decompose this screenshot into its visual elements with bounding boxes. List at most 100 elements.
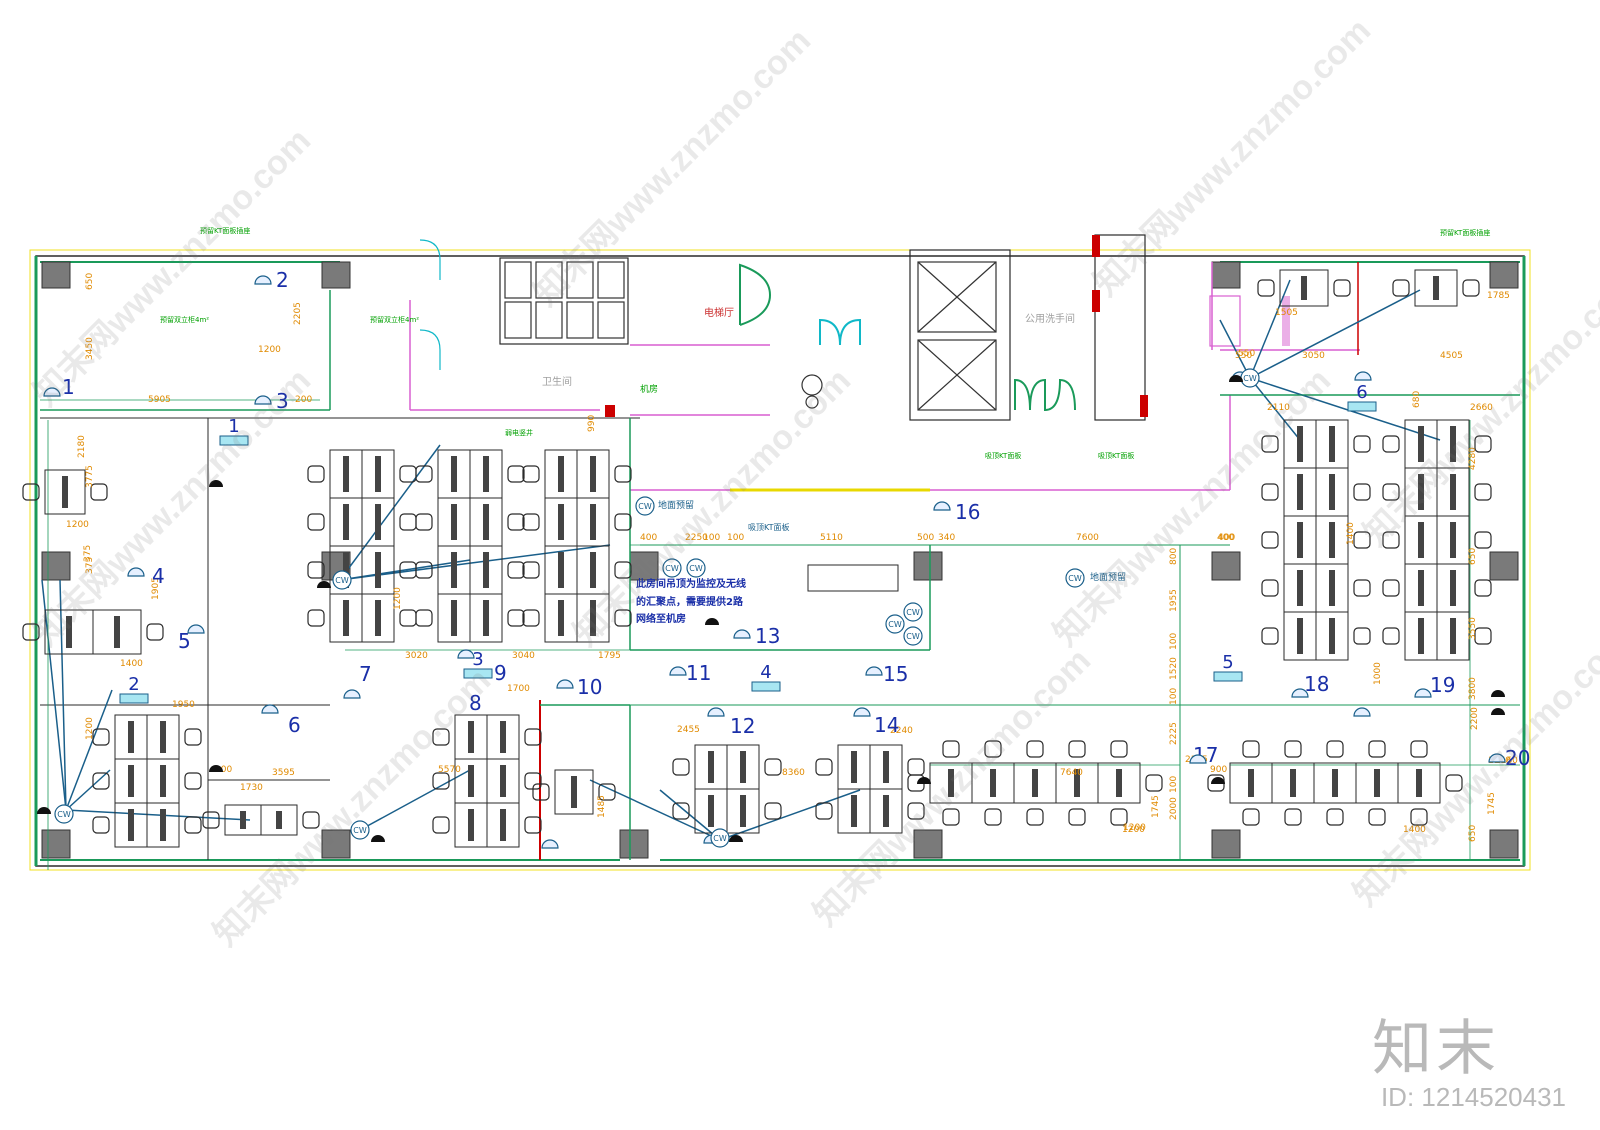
cw-label: CW	[57, 810, 71, 819]
chair	[1382, 483, 1400, 501]
monitor-mark	[483, 552, 489, 588]
monitor-mark	[1374, 769, 1380, 797]
desk	[1315, 611, 1349, 661]
cw-label: CW	[335, 576, 349, 585]
monitor-mark	[375, 504, 381, 540]
chair	[907, 758, 925, 776]
lamp-marker	[1491, 690, 1505, 697]
chair	[672, 758, 690, 776]
cw-label: CW	[353, 826, 367, 835]
cw-label: CW	[713, 834, 727, 843]
dimension-label: 5110	[820, 533, 843, 543]
ap-number: 3	[472, 649, 483, 670]
monitor-mark	[468, 765, 474, 797]
dimension-label: 2250	[685, 533, 708, 543]
monitor-mark	[375, 456, 381, 492]
desk	[726, 788, 760, 834]
ap-number: 2	[128, 674, 139, 695]
dimension-label: 1400	[1403, 825, 1426, 835]
monitor-mark	[1248, 769, 1254, 797]
desk	[469, 593, 503, 643]
chair	[598, 783, 616, 801]
cw-marker	[635, 496, 655, 516]
camera-marker	[254, 275, 272, 285]
monitor-mark	[500, 721, 506, 753]
chair	[307, 465, 325, 483]
monitor-mark	[1290, 769, 1296, 797]
dimension-label: 3595	[272, 768, 295, 778]
chair	[22, 623, 40, 641]
dimension-label: 400	[1218, 533, 1235, 543]
monitor-mark	[708, 751, 714, 783]
chair	[984, 740, 1002, 758]
camera-marker	[933, 501, 951, 511]
monitor-mark	[1297, 426, 1303, 462]
monitor-mark	[590, 504, 596, 540]
chair	[1382, 579, 1400, 597]
cw-label: CW	[906, 608, 920, 617]
chair	[815, 802, 833, 820]
monitor-mark	[160, 765, 166, 797]
monitor-mark	[558, 600, 564, 636]
dimension-label: 100	[215, 765, 232, 775]
desk	[869, 788, 903, 834]
dimension-label: 900	[1210, 765, 1227, 775]
monitor-mark	[1032, 769, 1038, 797]
camera-marker	[707, 707, 725, 717]
monitor-mark	[1450, 474, 1456, 510]
chair	[302, 811, 320, 829]
dimension-label: 4280	[1468, 447, 1478, 470]
chair	[614, 561, 632, 579]
dimension-label: 375	[83, 545, 93, 562]
monitor-mark	[1329, 618, 1335, 654]
dimension-label: 1785	[1487, 291, 1510, 301]
dimension-label: 650	[1468, 548, 1478, 565]
dimension-label: 800	[1169, 548, 1179, 565]
monitor-mark	[571, 776, 577, 808]
dimension-label: 340	[938, 533, 955, 543]
monitor-mark	[343, 600, 349, 636]
chair	[1410, 740, 1428, 758]
monitor-mark	[558, 456, 564, 492]
lamp-markers	[37, 375, 1505, 842]
chair	[507, 561, 525, 579]
chair	[522, 513, 540, 531]
camera-marker	[343, 689, 361, 699]
monitor-mark	[948, 769, 954, 797]
chair	[1368, 808, 1386, 826]
label-weak-current: 弱电竖井	[505, 428, 533, 437]
cw-marker	[903, 602, 923, 622]
building-outline	[29, 249, 1531, 871]
dimension-label: 5905	[148, 395, 171, 405]
monitor-mark	[883, 751, 889, 783]
chair	[1326, 740, 1344, 758]
monitor-mark	[343, 552, 349, 588]
camera-marker	[457, 649, 475, 659]
desk	[1436, 611, 1470, 661]
chair	[184, 816, 202, 834]
cw-label: CW	[1243, 374, 1257, 383]
desk	[92, 609, 142, 655]
cw-marker	[332, 570, 352, 590]
monitor-mark	[66, 616, 72, 648]
cw-label: CW	[665, 564, 679, 573]
chair	[672, 802, 690, 820]
dimension-label: 2660	[1470, 403, 1493, 413]
monitor-mark	[558, 504, 564, 540]
camera-marker	[1354, 371, 1372, 381]
desk	[1097, 762, 1141, 804]
monitor-mark	[343, 456, 349, 492]
access-point	[1347, 401, 1377, 412]
lamp-marker	[371, 835, 385, 842]
monitor-mark	[1418, 570, 1424, 606]
chair	[1261, 579, 1279, 597]
meeting-table	[807, 564, 899, 592]
chair	[1261, 435, 1279, 453]
core-area	[419, 234, 1290, 421]
camera-marker	[669, 666, 687, 676]
annotation-ceiling-ac-3: 吸顶KT面板	[1098, 451, 1134, 460]
columns	[41, 261, 1519, 859]
desk	[146, 802, 180, 848]
monitor-mark	[276, 811, 282, 829]
